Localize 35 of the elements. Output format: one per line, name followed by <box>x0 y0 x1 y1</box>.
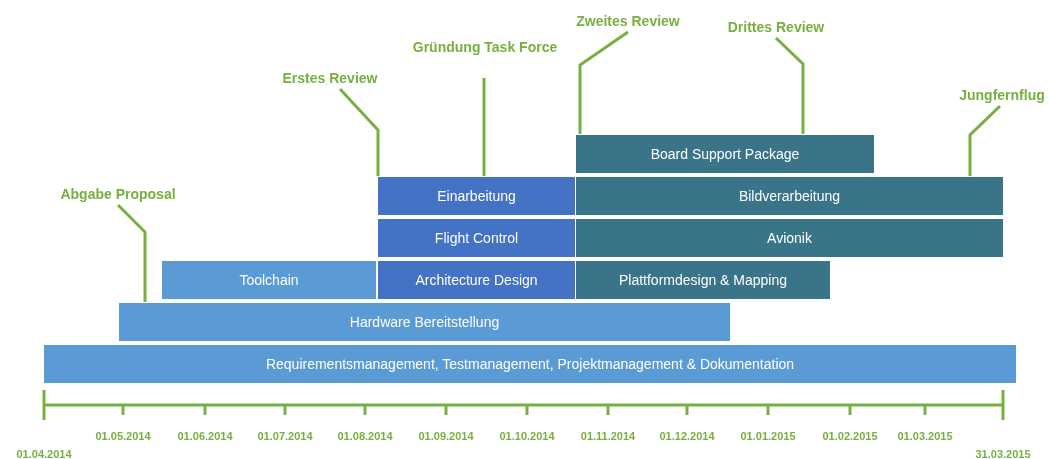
task-bar: Avionik <box>575 218 1004 258</box>
milestone-label: Abgabe Proposal <box>52 185 184 205</box>
task-bar: Board Support Package <box>575 134 875 174</box>
leader-line <box>578 30 629 134</box>
date-label: 01.12.2014 <box>659 430 715 442</box>
task-bar: Architecture Design <box>377 260 576 300</box>
date-label: 01.11.2014 <box>580 430 636 442</box>
date-label: 01.02.2015 <box>822 430 878 442</box>
date-label: 01.06.2014 <box>177 430 233 442</box>
leader-line <box>116 203 147 302</box>
date-label: 31.03.2015 <box>975 448 1031 459</box>
milestone-label: Gründung Task Force <box>390 38 580 78</box>
task-bar: Plattformdesign & Mapping <box>575 260 831 300</box>
task-bar: Requirementsmanagement, Testmanagement, Projektmanagement & Dokumentation <box>43 344 1017 384</box>
leader-line <box>338 88 380 176</box>
milestone-label: Jungfernflug <box>950 86 1049 106</box>
task-bar: Flight Control <box>377 218 576 258</box>
date-label: 01.05.2014 <box>95 430 151 442</box>
milestone-label: Zweites Review <box>568 12 688 32</box>
leader-line <box>482 78 486 176</box>
date-label: 01.09.2014 <box>418 430 474 442</box>
task-bar: Hardware Bereitstellung <box>118 302 731 342</box>
milestone-label: Erstes Review <box>272 69 388 89</box>
milestone-label: Drittes Review <box>723 18 829 38</box>
leader-line <box>968 104 1002 176</box>
date-label: 01.01.2015 <box>740 430 796 442</box>
leader-line <box>774 36 805 134</box>
date-label: 01.04.2014 <box>16 448 72 459</box>
task-bar: Einarbeitung <box>377 176 576 216</box>
date-label: 01.07.2014 <box>257 430 313 442</box>
date-label: 01.08.2014 <box>337 430 393 442</box>
task-bar: Bildverarbeitung <box>575 176 1004 216</box>
date-label: 01.03.2015 <box>897 430 953 442</box>
date-label: 01.10.2014 <box>499 430 555 442</box>
task-bar: Toolchain <box>161 260 377 300</box>
